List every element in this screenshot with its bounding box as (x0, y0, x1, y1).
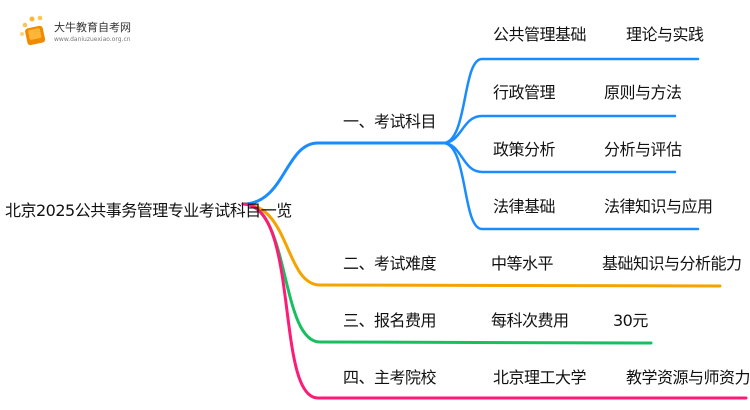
book-logo-icon (20, 15, 46, 46)
branch-desc: 基础知识与分析能力 (602, 254, 742, 273)
subject-desc: 分析与评估 (604, 140, 682, 159)
subject-name: 法律基础 (493, 197, 556, 216)
subject-desc: 法律知识与应用 (604, 197, 713, 216)
root-topic: 北京2025公共事务管理专业考试科目一览 (5, 201, 292, 220)
branch-value: 每科次费用 (491, 311, 569, 330)
connector-sub-4 (441, 141, 700, 231)
branch-desc: 教学资源与师资力量 (626, 368, 750, 387)
branch-desc: 30元 (613, 311, 648, 330)
connector-branch-3 (241, 202, 653, 345)
branch-value: 北京理工大学 (493, 368, 587, 387)
branch-label: 三、报名费用 (343, 311, 437, 330)
connector-sub-2 (441, 114, 677, 145)
connector-branch-2 (241, 202, 722, 288)
subject-name: 行政管理 (493, 83, 556, 102)
subject-desc: 原则与方法 (604, 83, 682, 102)
connector-branch-4 (241, 202, 748, 400)
subject-name: 政策分析 (493, 140, 556, 159)
subject-name: 公共管理基础 (493, 25, 587, 44)
connector-sub-1 (441, 57, 700, 145)
branch-label: 二、考试难度 (343, 254, 437, 273)
branch-label: 一、考试科目 (343, 112, 437, 131)
logo (18, 14, 52, 52)
branch-label: 四、主考院校 (343, 368, 437, 387)
logo-url: www.daniuzuexiao.org.cn (54, 36, 131, 43)
connector-branch-1 (241, 141, 445, 206)
logo-title: 大牛教育自考网 (54, 21, 131, 34)
subject-desc: 理论与实践 (626, 25, 704, 44)
branch-value: 中等水平 (491, 254, 554, 273)
